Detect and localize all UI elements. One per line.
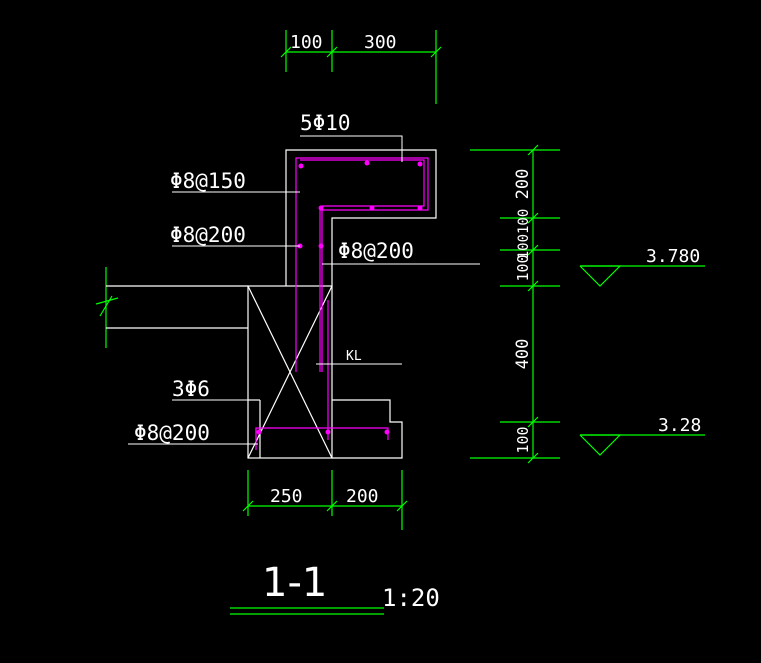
section-scale: 1:20 (382, 584, 440, 612)
dim-right-4: 400 (513, 339, 533, 370)
elevation-marks (579, 265, 705, 456)
label-main-bars: 5Φ10 (300, 111, 351, 135)
reinforcement (255, 157, 429, 450)
dim-right-2: 100100 (516, 209, 532, 260)
structure-outline (106, 149, 437, 459)
label-stirrup-right: Φ8@200 (338, 239, 414, 263)
label-bottom-bars: 3Φ6 (172, 377, 210, 401)
leader-lines (128, 135, 480, 445)
dim-top-right: 300 (364, 32, 397, 53)
dim-right-3: 100 (514, 254, 532, 281)
elevation-text: 3.780 3.28 (646, 246, 701, 436)
section-number: 1-1 (262, 560, 327, 606)
section-title: 1-1 1:20 (262, 560, 440, 612)
rebar-dots (256, 160, 423, 435)
dim-right-5: 100 (514, 426, 532, 453)
label-stirrup-bottom: Φ8@200 (134, 421, 210, 445)
elevation-lower: 3.28 (658, 415, 701, 436)
dim-bottom-right: 200 (346, 486, 379, 507)
rebar-labels: 5Φ10 Φ8@150 Φ8@200 Φ8@200 KL 3Φ6 Φ8@200 (134, 111, 414, 445)
dim-top-left: 100 (290, 32, 323, 53)
label-beam: KL (346, 349, 362, 364)
dim-right-1: 200 (513, 169, 533, 200)
label-stirrup-mid: Φ8@200 (170, 223, 246, 247)
dimension-lines (95, 30, 560, 615)
dimension-text: 100 300 250 200 200 100100 100 400 100 (270, 32, 533, 507)
elevation-upper: 3.780 (646, 246, 700, 267)
label-stirrup-top: Φ8@150 (170, 169, 246, 193)
dim-bottom-left: 250 (270, 486, 303, 507)
